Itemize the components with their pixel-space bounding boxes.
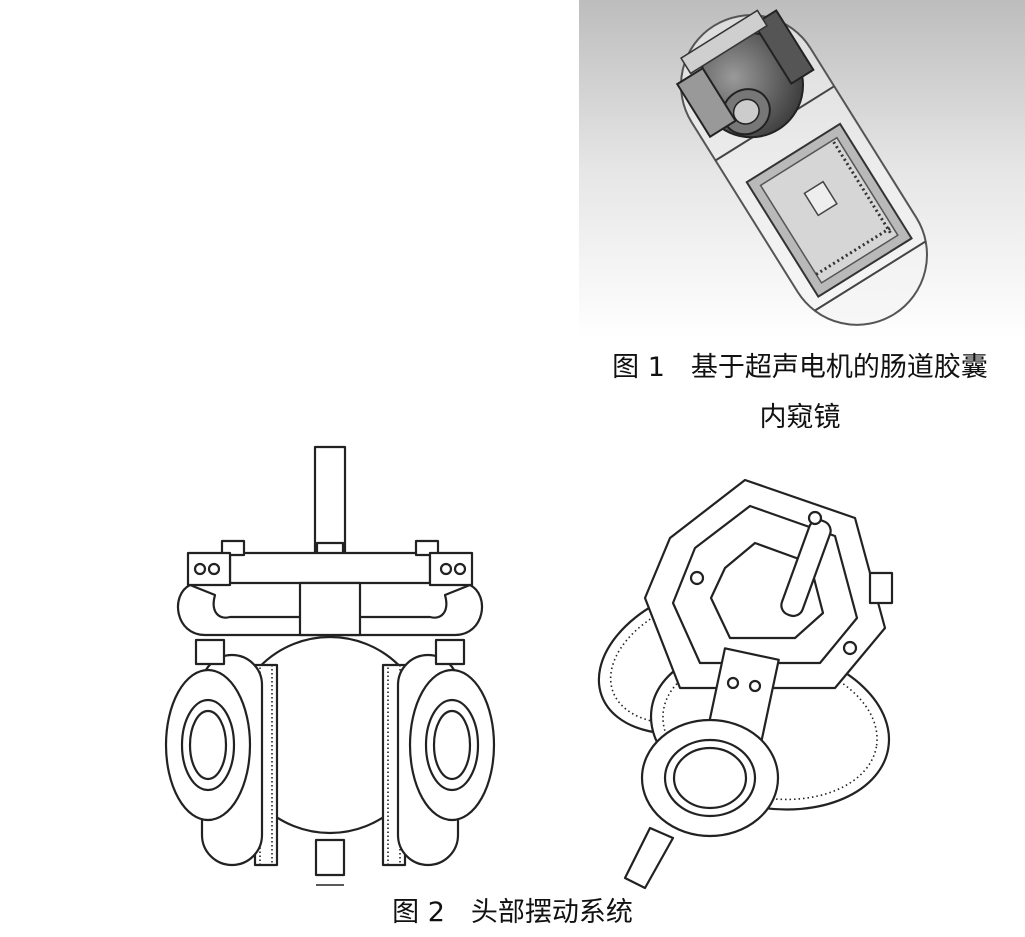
figure2-caption: 图 2 头部摆动系统 <box>0 893 1025 933</box>
figure2-number: 图 2 <box>392 897 445 928</box>
figure2-caption-text: 头部摆动系统 <box>470 897 633 928</box>
head-swing-isometric-drawing <box>597 478 894 890</box>
figure1-caption: 图 1 基于超声电机的肠道胶囊 <box>580 348 1020 388</box>
capsule-endoscope-image <box>579 0 1025 340</box>
figure1-caption-line2: 内窥镜 <box>759 402 841 433</box>
figure1-number: 图 1 <box>612 352 665 383</box>
figure1-caption-line1: 基于超声电机的肠道胶囊 <box>690 352 988 383</box>
head-swing-front-view-drawing <box>164 445 496 886</box>
